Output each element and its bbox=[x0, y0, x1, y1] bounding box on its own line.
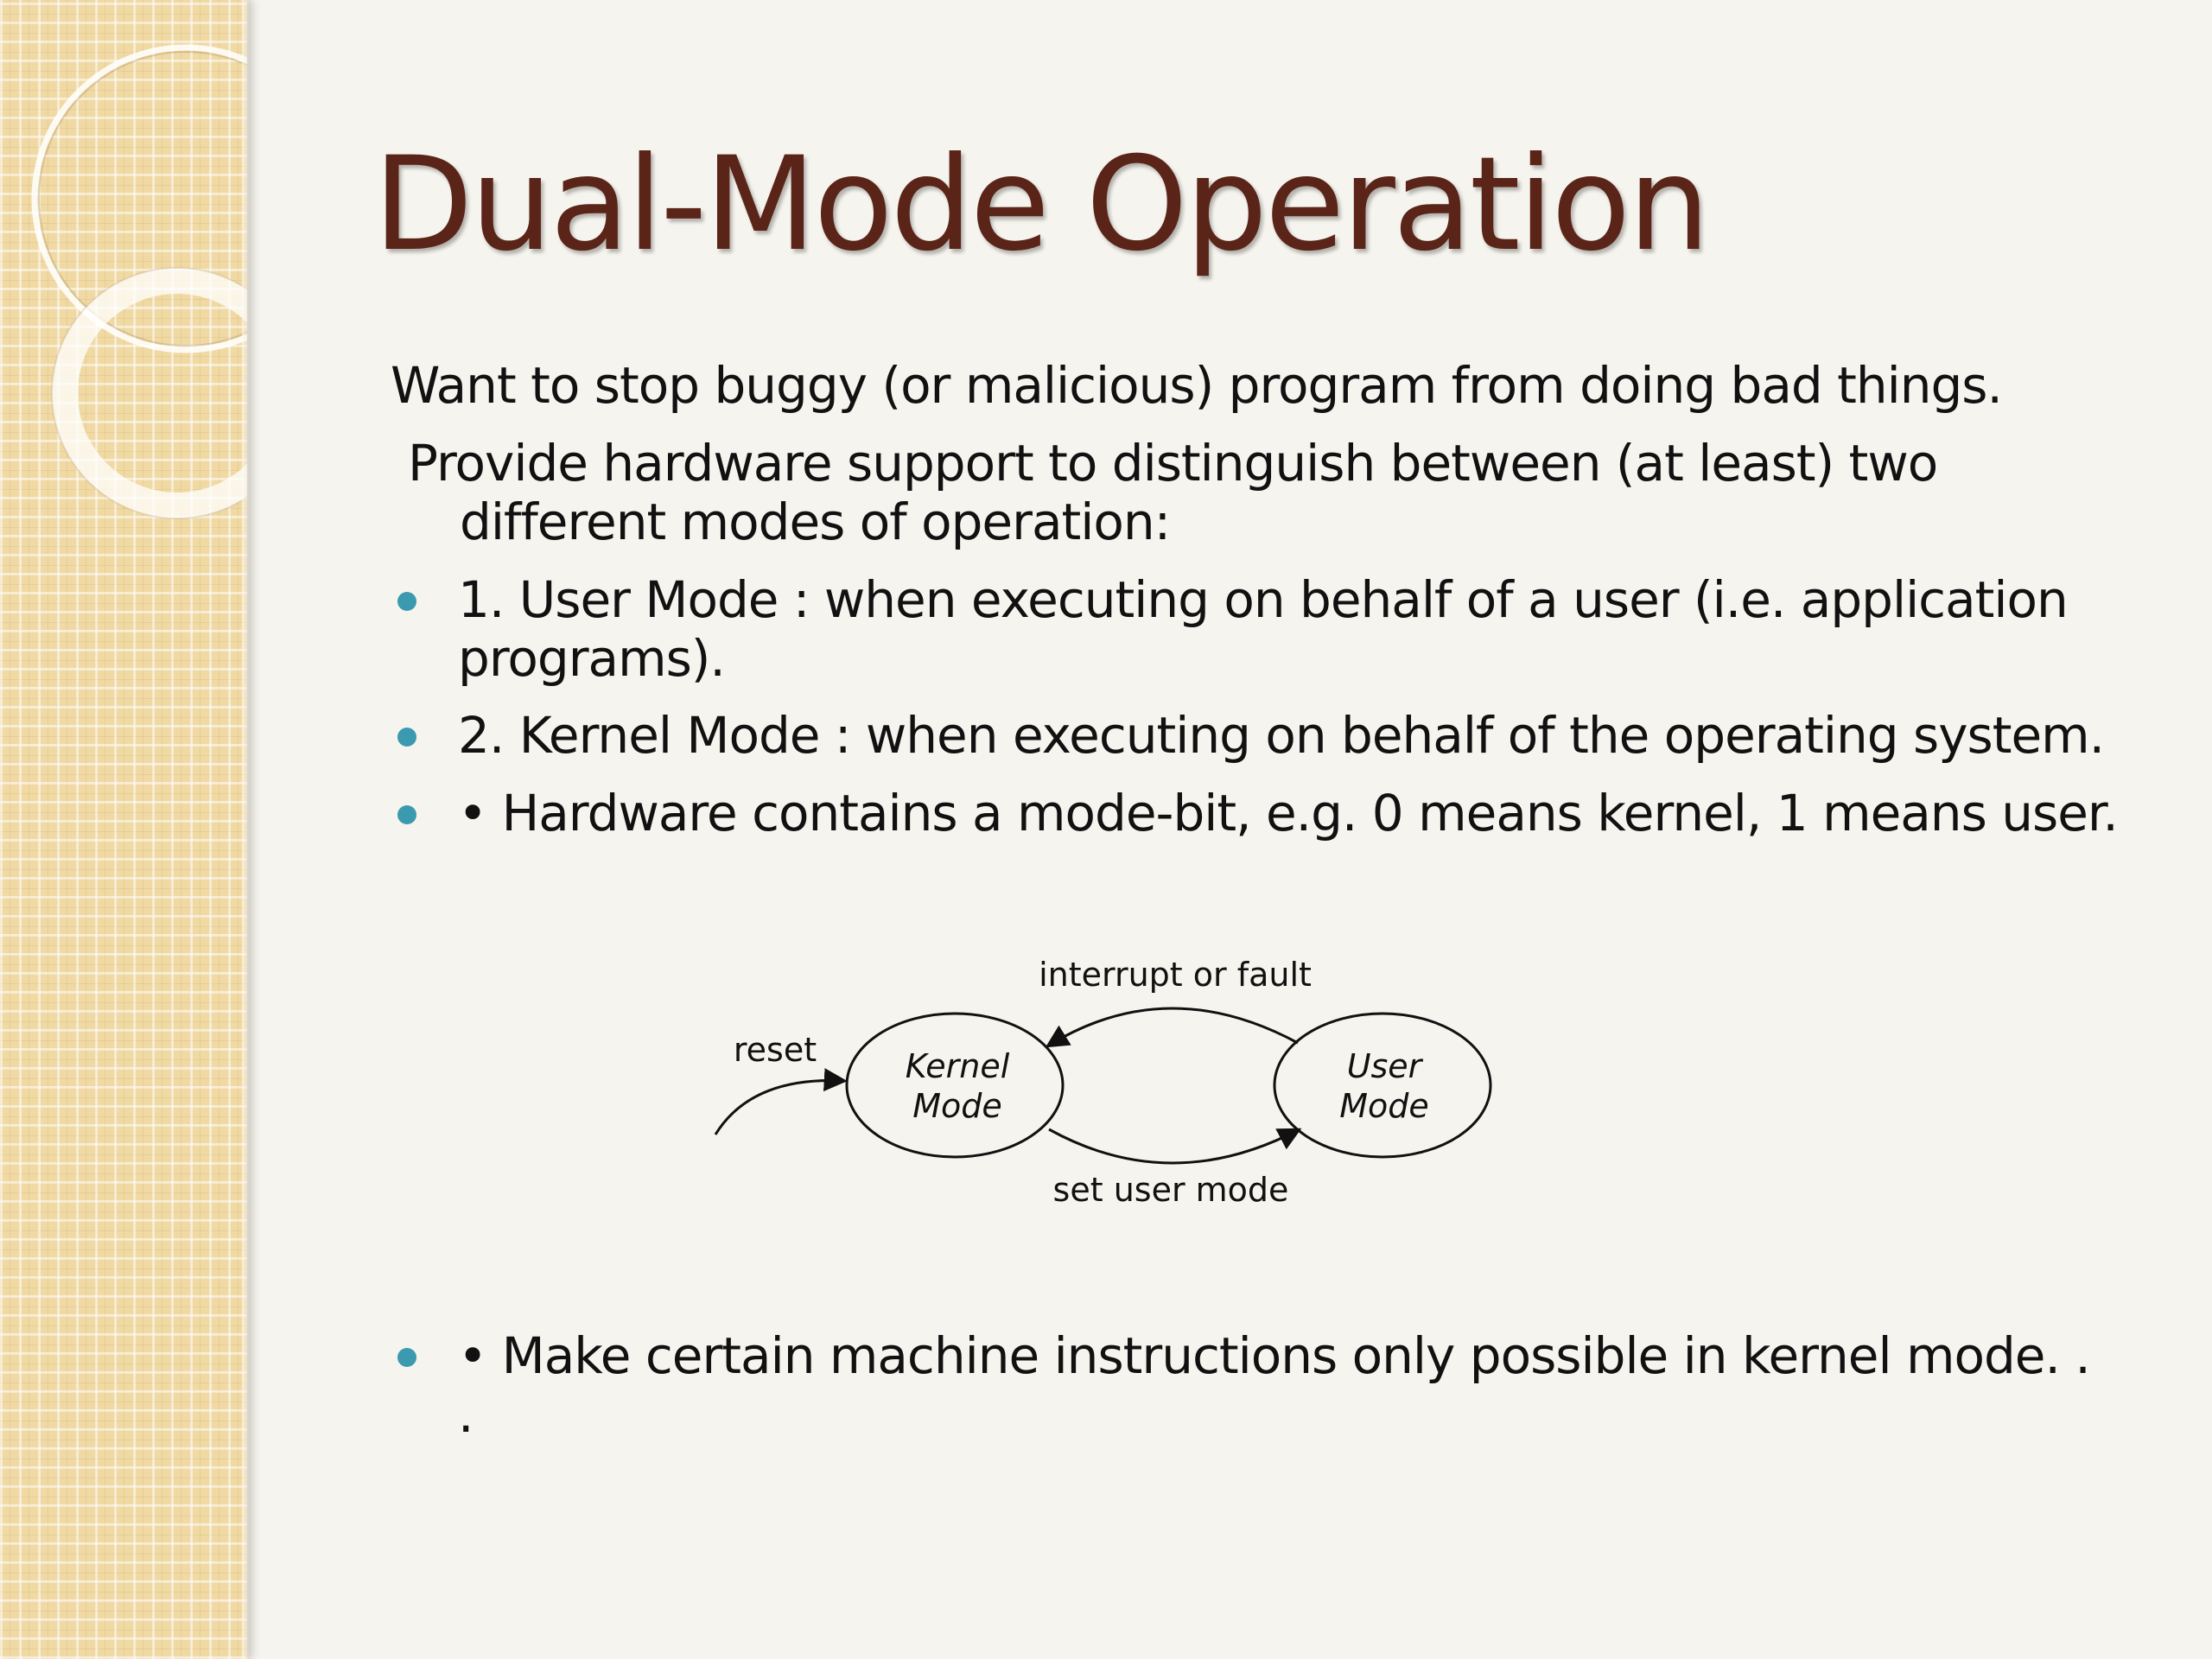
interrupt-arrow bbox=[1045, 1007, 1299, 1048]
bullet-mode-bit: • Hardware contains a mode-bit, e.g. 0 m… bbox=[458, 784, 2119, 842]
bullet-kernel-mode: 2. Kernel Mode : when executing on behal… bbox=[458, 706, 2105, 765]
set-user-mode-arrow bbox=[1048, 1128, 1302, 1165]
interrupt-label: interrupt or fault bbox=[1039, 956, 1312, 994]
bullet-kernel-instructions-cont: . bbox=[458, 1385, 474, 1444]
bullet-kernel-instructions: • Make certain machine instructions only… bbox=[458, 1326, 2091, 1385]
set-user-mode-label: set user mode bbox=[1053, 1171, 1289, 1209]
kernel-state-label-line2: Mode bbox=[912, 1087, 1002, 1125]
user-state-label-line2: Mode bbox=[1339, 1087, 1429, 1125]
bullet-marker bbox=[397, 592, 416, 611]
support-paragraph-line1: Provide hardware support to distinguish … bbox=[408, 434, 1938, 493]
side-band-edge bbox=[242, 0, 251, 1659]
user-state-label-line1: User bbox=[1347, 1047, 1424, 1085]
bullet-marker bbox=[397, 728, 416, 747]
decorative-side-band bbox=[0, 0, 247, 1659]
decorative-rings bbox=[31, 44, 247, 519]
kernel-mode-state bbox=[845, 1012, 1065, 1159]
support-paragraph-line2: different modes of operation: bbox=[460, 493, 1171, 551]
intro-paragraph: Want to stop buggy (or malicious) progra… bbox=[391, 356, 2003, 415]
bullet-user-mode-cont: programs). bbox=[458, 629, 726, 688]
slide-title: Dual-Mode Operation bbox=[373, 130, 1710, 280]
bullet-marker bbox=[397, 805, 416, 824]
user-mode-state bbox=[1273, 1012, 1492, 1159]
mode-transition-diagram: interrupt or fault set user mode reset K… bbox=[714, 956, 1492, 1209]
reset-arrow bbox=[714, 1068, 848, 1135]
bullet-marker bbox=[397, 1348, 416, 1367]
reset-label: reset bbox=[734, 1031, 817, 1069]
bullet-user-mode: 1. User Mode : when executing on behalf … bbox=[458, 570, 2069, 629]
kernel-state-label-line1: Kernel bbox=[906, 1047, 1010, 1085]
